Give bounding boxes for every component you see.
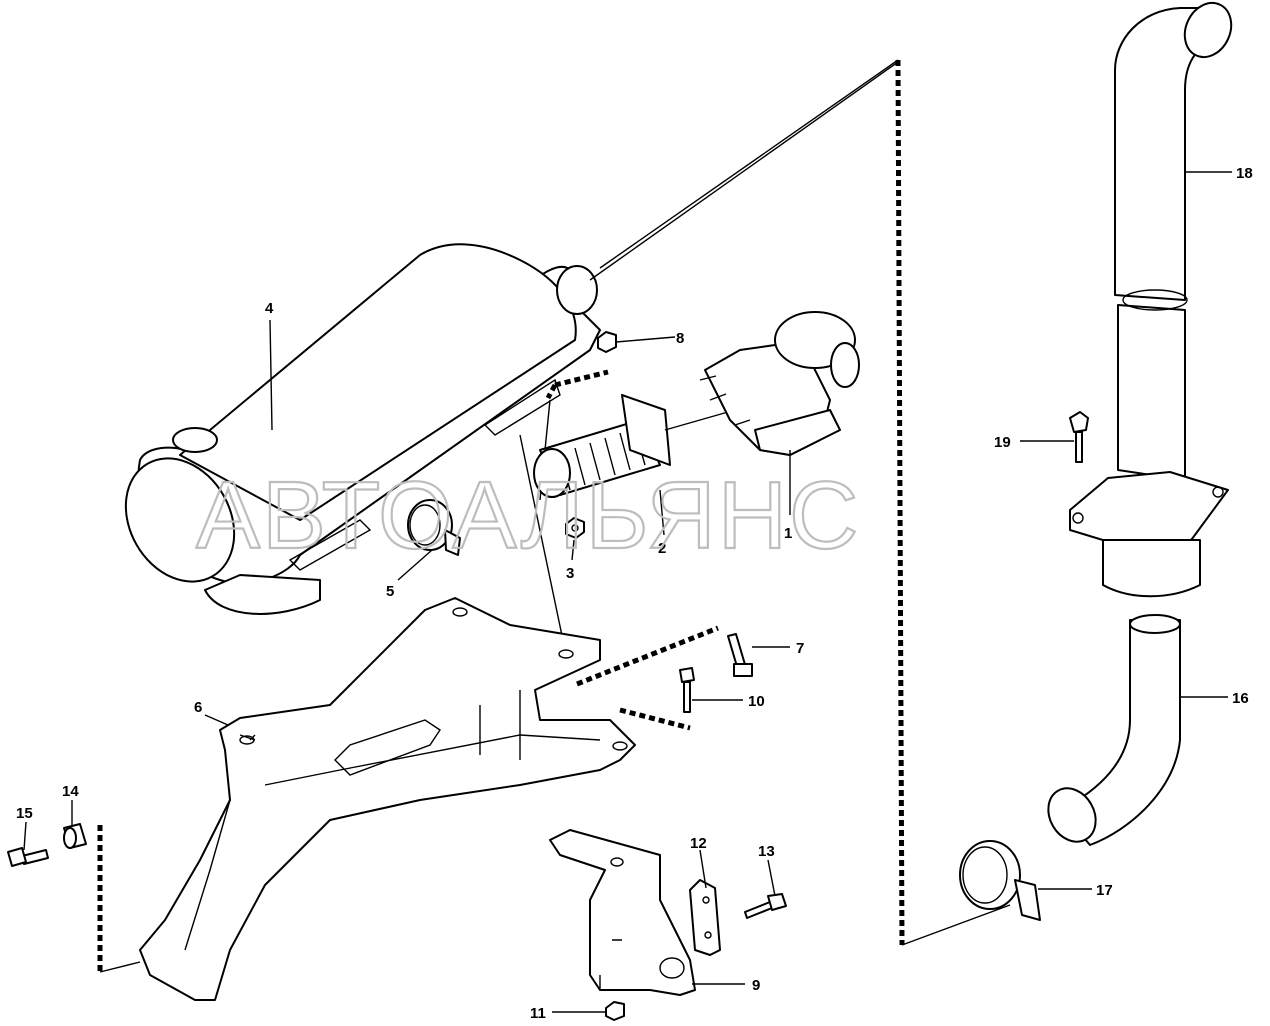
part-11-nut [605, 1001, 625, 1021]
callout-18: 18 [1236, 165, 1253, 182]
part-4-muffler [124, 61, 899, 615]
callout-13: 13 [758, 843, 775, 860]
part-18-stack-pipe [1114, 1, 1233, 481]
part-16-bent-pipe [1047, 614, 1181, 846]
callout-8: 8 [676, 330, 684, 347]
callout-9: 9 [752, 977, 760, 994]
part-14-spacer [63, 823, 87, 849]
part-12-plate [689, 879, 721, 956]
callout-19: 19 [994, 434, 1011, 451]
part-7-bolt [727, 633, 753, 677]
leader-lines [23, 171, 1232, 1013]
part-10-bolt [679, 667, 695, 713]
callout-12: 12 [690, 835, 707, 852]
callout-10: 10 [748, 693, 765, 710]
callout-14: 14 [62, 783, 79, 800]
callout-7: 7 [796, 640, 804, 657]
part-15-bolt [7, 847, 49, 867]
part-6-bracket [139, 597, 636, 1001]
callout-5: 5 [386, 583, 394, 600]
callout-6: 6 [194, 699, 202, 716]
callout-11: 11 [530, 1005, 546, 1022]
callout-2: 2 [658, 540, 666, 557]
part-2-flex-pipe [533, 394, 736, 498]
part-3-nut [565, 517, 585, 539]
part-17-clamp [959, 840, 1041, 921]
part-8-bolt [597, 331, 617, 353]
part-5-clamp [407, 499, 461, 556]
watermark: АВТОАЛЬЯНС [196, 462, 860, 569]
stack-flange [1069, 471, 1229, 598]
callout-16: 16 [1232, 690, 1249, 707]
callout-17: 17 [1096, 882, 1113, 899]
dashed-boundary-lines [97, 59, 1011, 973]
part-19-bolt [1069, 411, 1089, 463]
callout-3: 3 [566, 565, 574, 582]
callout-labels: 1 2 3 4 5 6 7 8 9 10 11 12 13 14 15 16 1… [16, 165, 1253, 1022]
callout-1: 1 [784, 525, 792, 542]
callout-4: 4 [265, 300, 274, 317]
part-1-turbo [699, 311, 860, 456]
callout-15: 15 [16, 805, 33, 822]
part-9-bracket [549, 829, 696, 996]
part-13-bolt [744, 893, 787, 919]
